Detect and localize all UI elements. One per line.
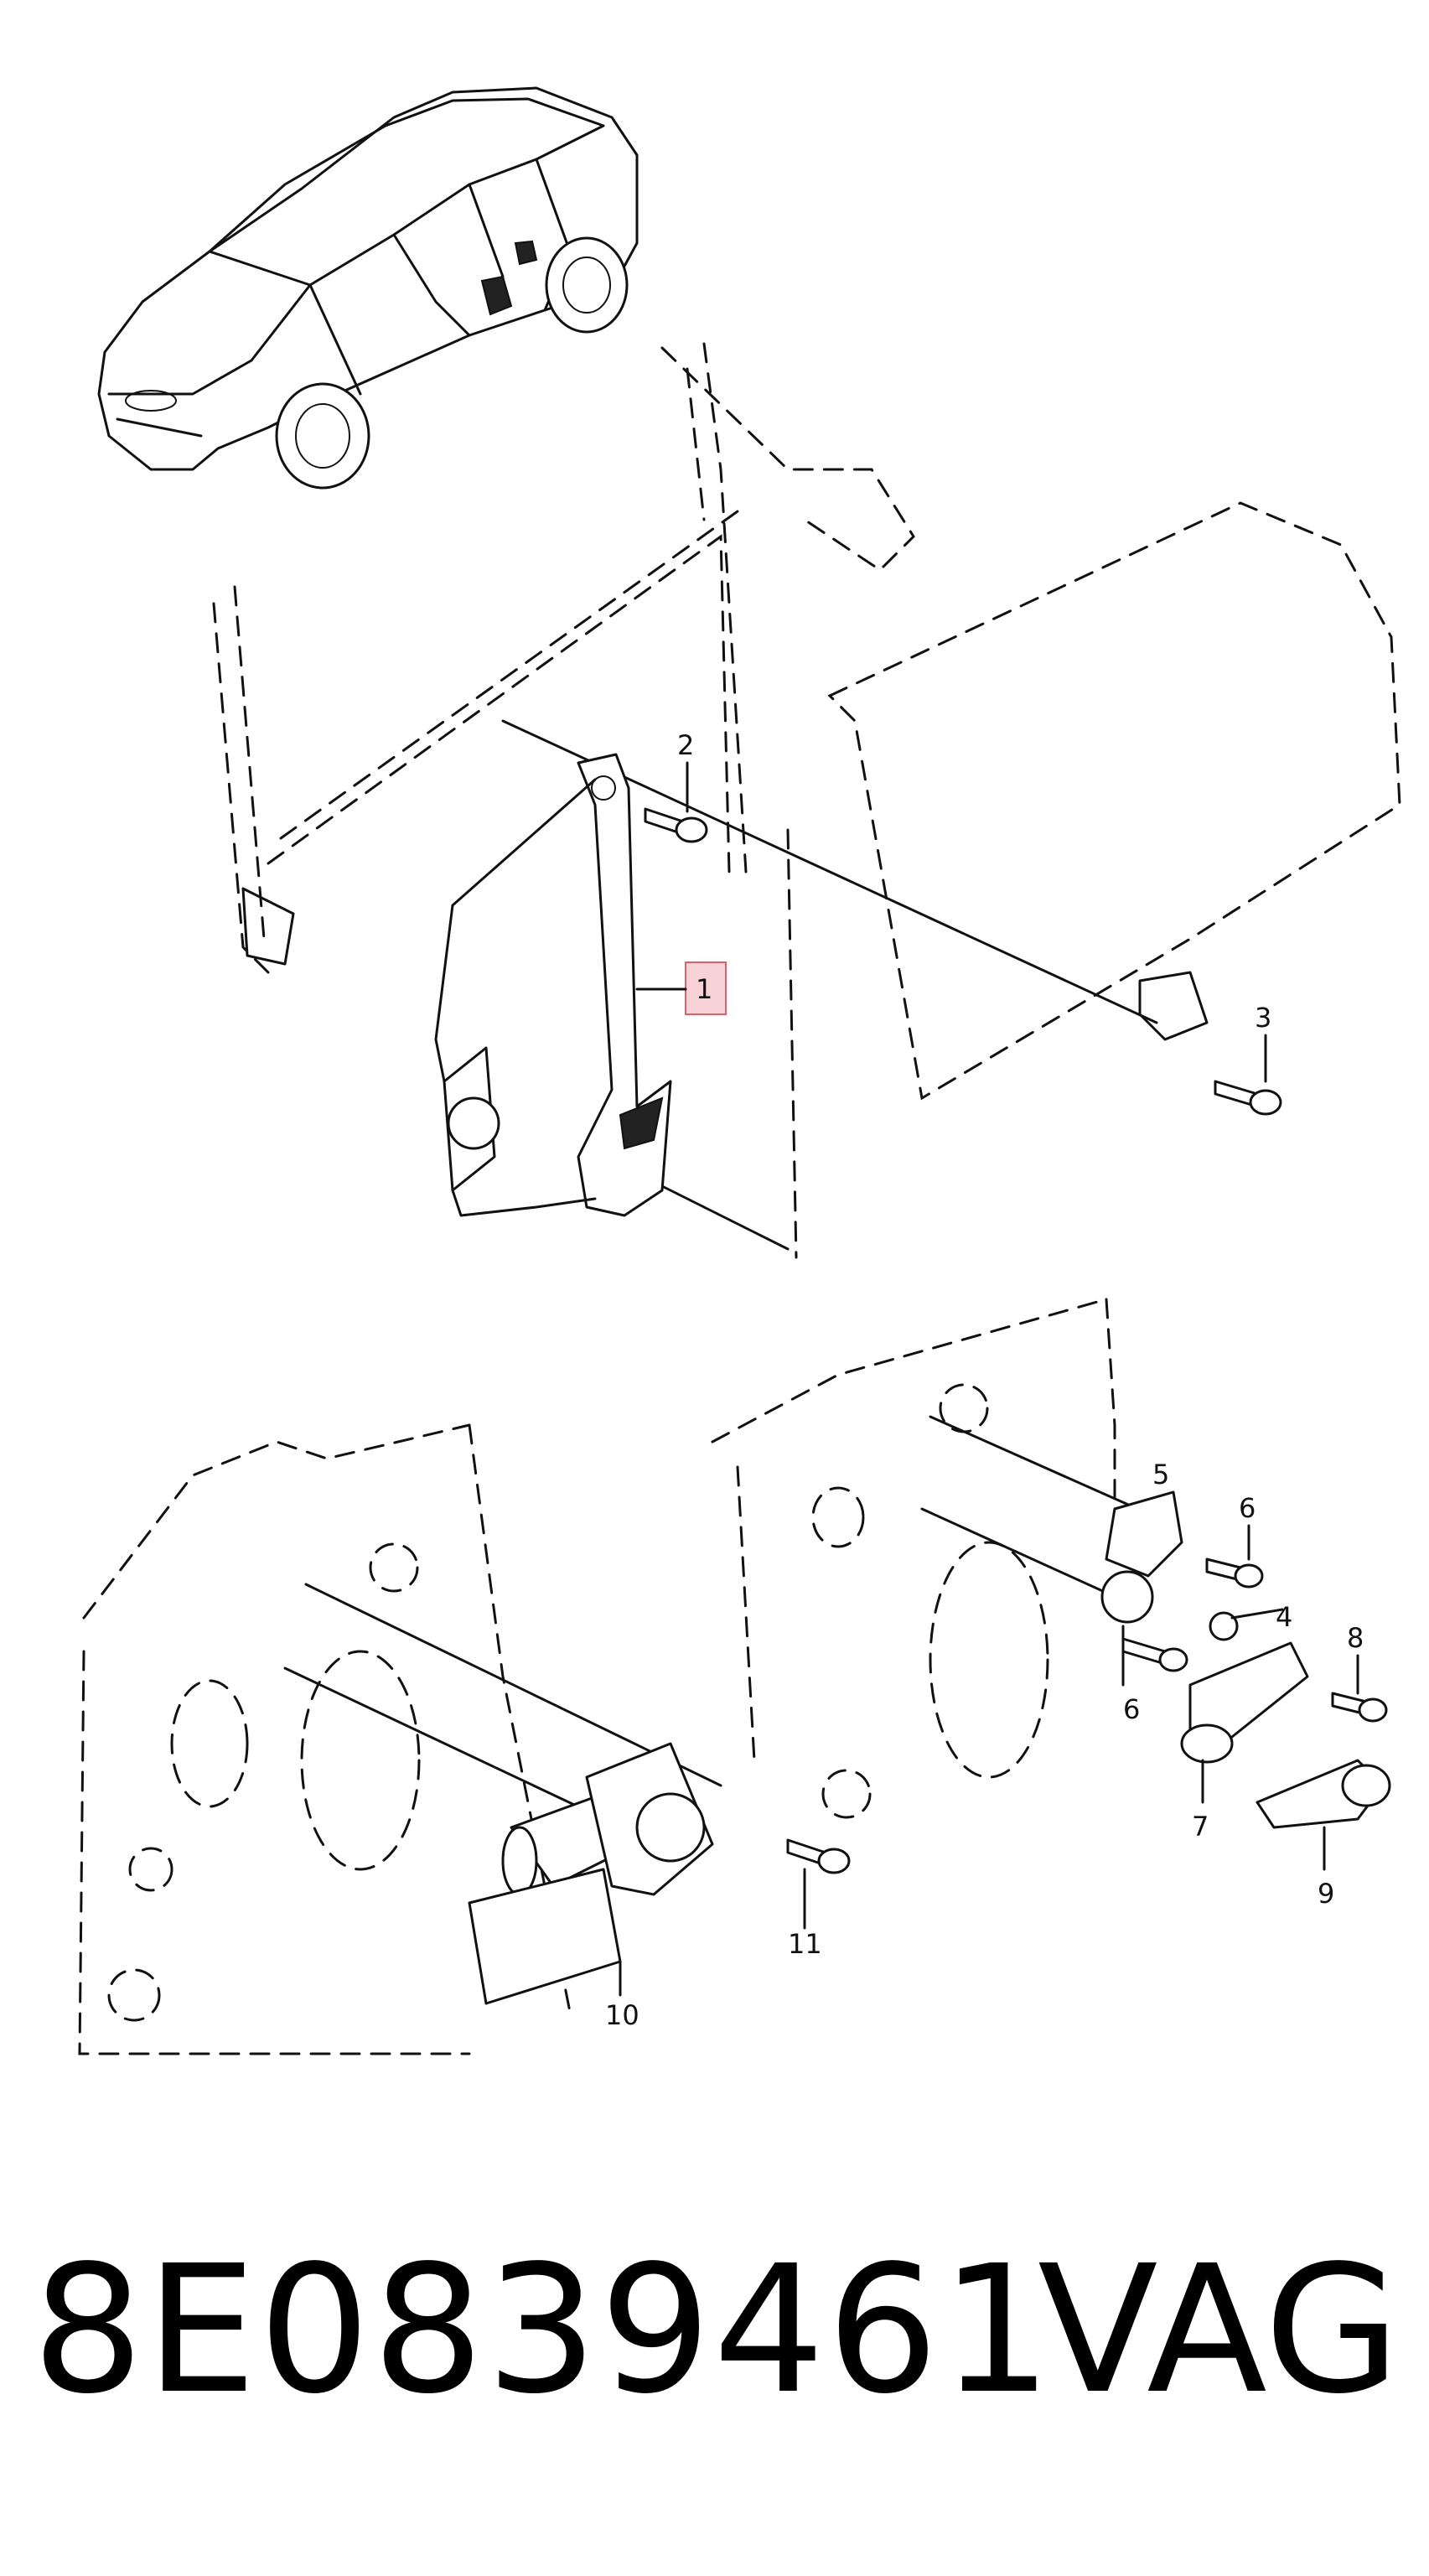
callout-2: 2 — [677, 729, 694, 761]
brand-label: VAG — [1038, 2227, 1401, 2433]
callout-4: 4 — [1276, 1601, 1292, 1633]
callout-1: 1 — [696, 973, 712, 1005]
callout-6-upper: 6 — [1239, 1492, 1256, 1524]
callout-5: 5 — [1152, 1459, 1169, 1490]
inner-panel-left — [78, 1423, 722, 2055]
callout-11: 11 — [788, 1928, 822, 1960]
callout-9: 9 — [1318, 1878, 1334, 1910]
crank-mechanism — [1100, 1490, 1391, 1871]
callout-1-highlight — [685, 961, 727, 1015]
callout-3: 3 — [1255, 1002, 1271, 1034]
screw-2 — [644, 761, 708, 843]
inner-panel-right — [711, 1298, 1158, 1819]
window-motor — [468, 1742, 851, 2005]
part-number: 8E0839461 — [32, 2227, 1054, 2433]
window-regulator — [434, 753, 672, 1217]
callout-6-lower: 6 — [1123, 1693, 1140, 1725]
door-outline-top — [212, 342, 1401, 1259]
screw-3 — [1138, 971, 1282, 1116]
car-illustration — [97, 86, 639, 490]
callout-8: 8 — [1347, 1622, 1364, 1654]
callout-10: 10 — [605, 1999, 639, 2031]
callout-7: 7 — [1192, 1811, 1209, 1843]
